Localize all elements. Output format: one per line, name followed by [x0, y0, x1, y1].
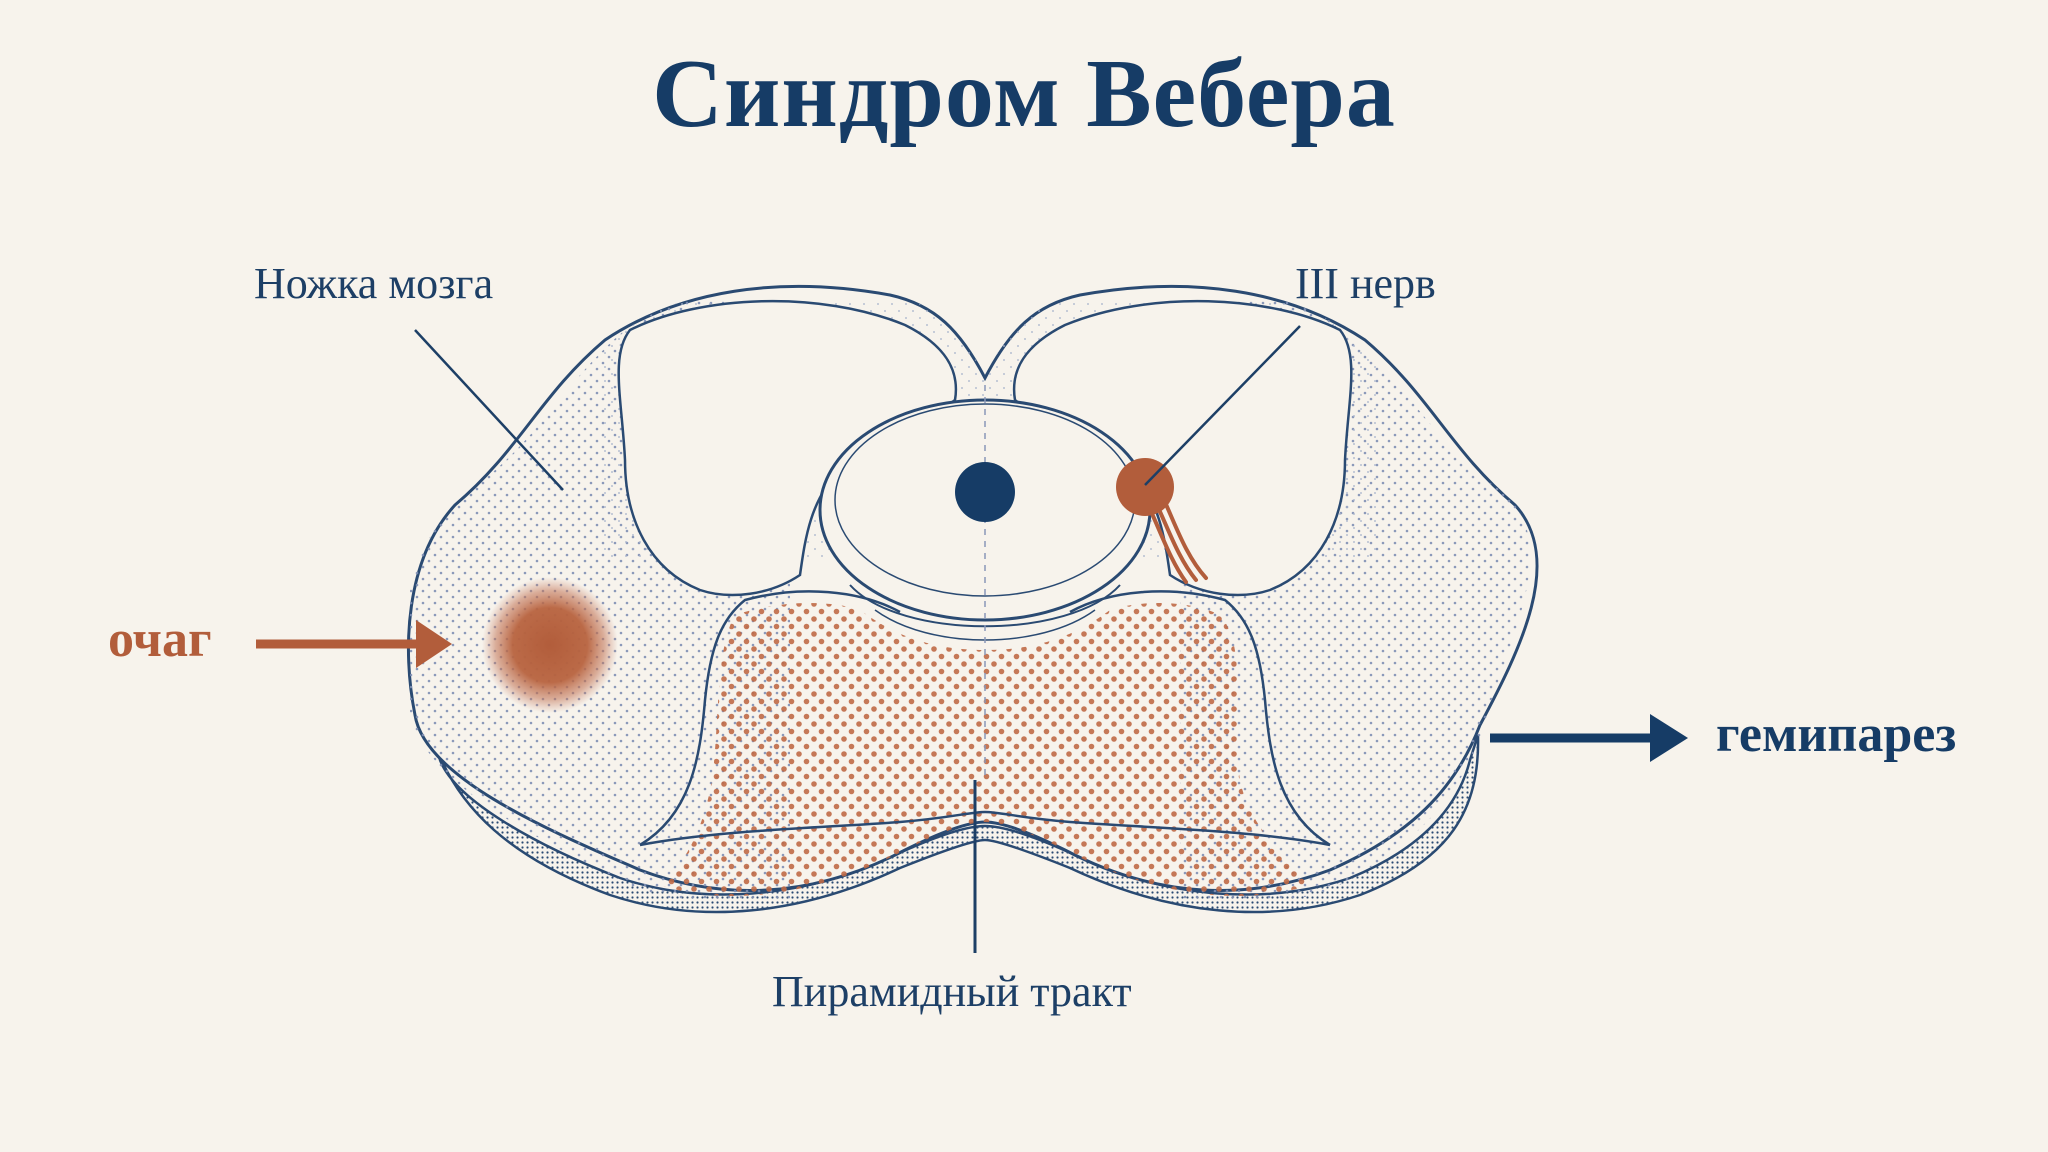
oculomotor-nucleus	[1116, 458, 1174, 516]
label-hemiparesis: гемипарез	[1716, 706, 1957, 763]
pons-lower-contour	[639, 810, 1331, 847]
oculomotor-leader	[1144, 325, 1301, 486]
lesion-focus	[482, 577, 618, 713]
label-cerebral-peduncle: Ножка мозга	[254, 259, 494, 308]
cerebral-peduncle-leader	[414, 329, 564, 491]
label-lesion: очаг	[108, 611, 212, 668]
label-pyramidal-tract: Пирамидный тракт	[772, 967, 1132, 1016]
hemiparesis-arrow-icon	[1490, 714, 1688, 762]
cerebral-aqueduct	[955, 462, 1015, 522]
basis-pedunculi-boundary-right	[1069, 590, 1331, 847]
basis-pedunculi-boundary	[639, 590, 901, 847]
label-oculomotor-nerve: III нерв	[1295, 259, 1436, 308]
left-lobe	[617, 299, 958, 597]
page-title: Синдром Вебера	[652, 40, 1396, 148]
oculomotor-nerve	[1116, 458, 1208, 584]
lesion-arrow-icon	[256, 620, 452, 668]
